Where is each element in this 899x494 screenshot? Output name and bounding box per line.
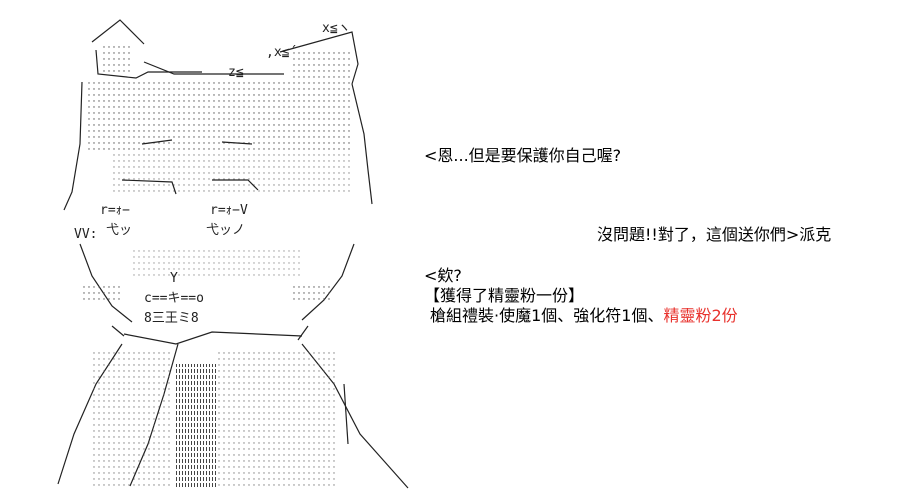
hair-fill — [86, 80, 350, 154]
chin-lower-glyph: 8三王ミ8 — [144, 311, 199, 326]
ear-left-z-glyph: z≦ — [228, 65, 244, 80]
right-eyebrow — [221, 141, 253, 145]
art-glyphs: x≦ヽ ,x≦´ z≦ r=ｫ− r=ｫ−V 弋ッ 弋ッノ VV: Y c==キ… — [74, 21, 351, 326]
item-obtained-notice: 【獲得了精靈粉一份】 — [424, 286, 585, 305]
eye-right-glyph: r=ｫ−V — [210, 203, 248, 218]
collar — [111, 325, 309, 345]
item-list-highlight: 精靈粉2份 — [663, 306, 738, 325]
item-list-line: 槍組禮裝·使魔1個、強化符1個、精靈粉2份 — [430, 306, 738, 325]
left-ear-inner — [95, 49, 202, 79]
cheek-right-glyph: 弋ッノ — [206, 223, 245, 238]
jaw-right-fill — [292, 284, 332, 304]
cloak-right-fill — [218, 350, 338, 486]
face-left-jaw — [79, 243, 133, 323]
ear-right-fill — [290, 48, 350, 78]
item-list-prefix: 槍組禮裝·使魔1個、強化符1個、 — [430, 306, 664, 325]
right-eye-line — [212, 179, 259, 191]
character-drawing: x≦ヽ ,x≦´ z≦ r=ｫ− r=ｫ−V 弋ッ 弋ッノ VV: Y c==キ… — [57, 19, 409, 489]
cheek-left-glyph: 弋ッ — [106, 223, 132, 238]
lower-face-fill — [132, 250, 302, 280]
jaw-left-fill — [82, 284, 122, 304]
ear-right-top-glyph: x≦ヽ — [322, 21, 351, 36]
head-right-side — [351, 83, 373, 205]
forehead-fill — [112, 154, 352, 194]
collar-right — [297, 325, 309, 341]
left-eye-line — [121, 179, 177, 195]
right-ear — [279, 31, 359, 85]
dialogue-line-3: <欸? — [424, 266, 462, 285]
ear-left-fill — [100, 44, 130, 74]
head-left-side — [63, 81, 83, 211]
collar-line — [123, 331, 303, 345]
collar-left — [111, 325, 125, 337]
vv-glyph: VV: — [74, 227, 97, 242]
eyes — [121, 139, 259, 195]
left-ear — [91, 19, 145, 45]
cloak-center-fill — [176, 364, 216, 488]
dialogue-line-1: <恩...但是要保護你自己喔? — [424, 146, 622, 165]
cloak-left-fill — [92, 350, 172, 486]
dialogue-line-2: 沒問題!!對了，這個送你們>派克 — [597, 225, 832, 244]
head-top — [143, 61, 284, 75]
face-right-jaw — [301, 243, 355, 321]
eye-left-glyph: r=ｫ− — [100, 203, 130, 218]
head-outline — [63, 19, 373, 323]
left-eyebrow — [141, 139, 173, 145]
body-right-box — [343, 383, 349, 445]
chin-glyph: c==キ==o — [144, 291, 204, 306]
ascii-cat-character-art: x≦ヽ ,x≦´ z≦ r=ｫ− r=ｫ−V 弋ッ 弋ッノ VV: Y c==キ… — [52, 14, 412, 490]
ear-right-mid-glyph: ,x≦´ — [266, 45, 297, 60]
